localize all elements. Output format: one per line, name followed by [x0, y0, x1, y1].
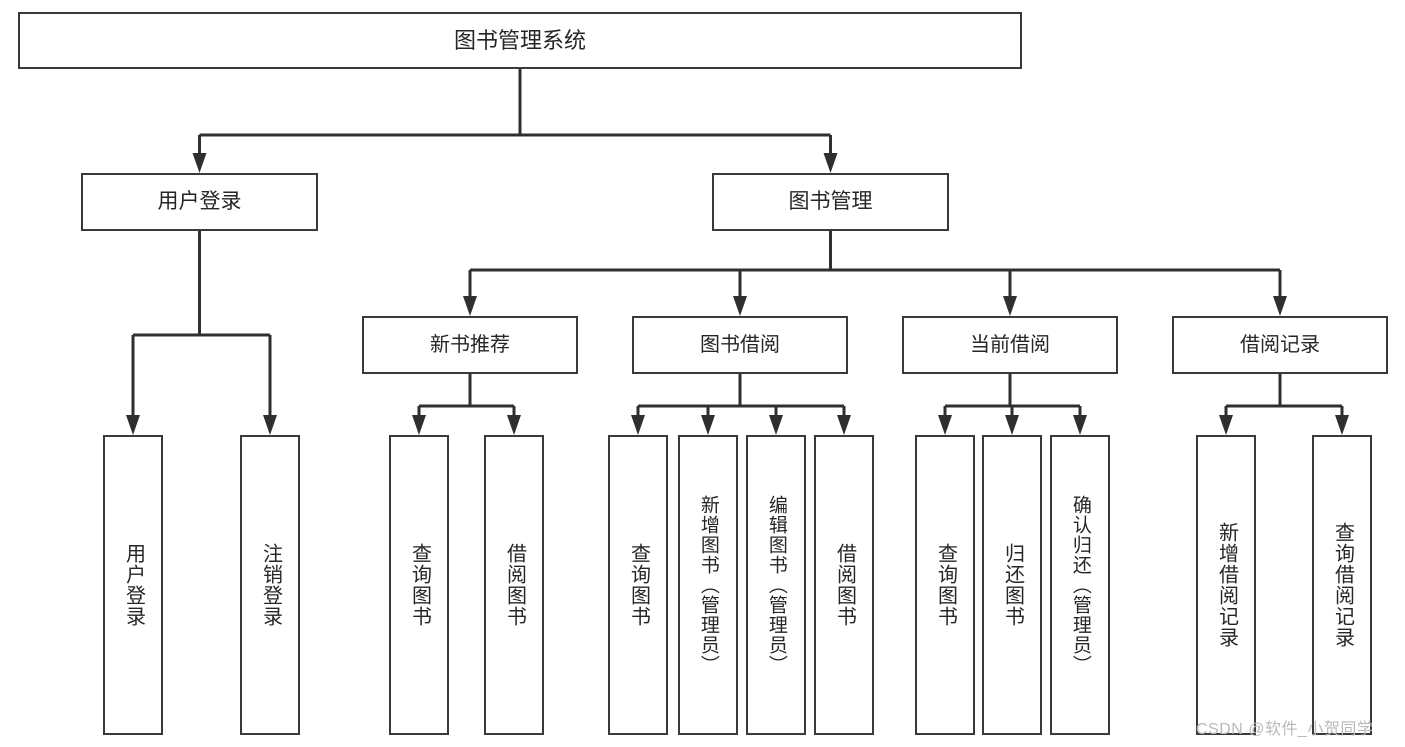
- node-leaf-logout[interactable]: 注销登录: [240, 435, 300, 735]
- node-leaf-query-book-3-label: 查询图书: [934, 543, 957, 627]
- node-leaf-query-record-label: 查询借阅记录: [1331, 522, 1354, 648]
- node-book-borrow[interactable]: 图书借阅: [632, 316, 848, 374]
- node-new-book-recommend[interactable]: 新书推荐: [362, 316, 578, 374]
- node-book-borrow-label: 图书借阅: [700, 333, 780, 356]
- node-leaf-add-record-label: 新增借阅记录: [1215, 522, 1238, 648]
- node-leaf-borrow-book-2-label: 借阅图书: [833, 543, 856, 627]
- watermark-label: CSDN @软件_小贺同学: [1196, 721, 1374, 738]
- arrow-head-icon: [701, 415, 715, 435]
- arrow-head-icon: [1003, 296, 1017, 316]
- node-leaf-edit-book[interactable]: 编辑图书（管理员）: [746, 435, 806, 735]
- node-leaf-borrow-book-2[interactable]: 借阅图书: [814, 435, 874, 735]
- arrow-head-icon: [1219, 415, 1233, 435]
- node-leaf-user-login-label: 用户登录: [122, 543, 145, 627]
- arrow-head-icon: [733, 296, 747, 316]
- node-leaf-confirm-return-label: 确认归还（管理员）: [1069, 495, 1091, 675]
- node-leaf-query-record[interactable]: 查询借阅记录: [1312, 435, 1372, 735]
- node-borrow-record[interactable]: 借阅记录: [1172, 316, 1388, 374]
- node-current-borrow-label: 当前借阅: [970, 333, 1050, 356]
- arrow-head-icon: [631, 415, 645, 435]
- node-leaf-query-book-2[interactable]: 查询图书: [608, 435, 668, 735]
- node-leaf-add-record[interactable]: 新增借阅记录: [1196, 435, 1256, 735]
- node-leaf-query-book-1-label: 查询图书: [408, 543, 431, 627]
- arrow-head-icon: [1005, 415, 1019, 435]
- arrow-head-icon: [1073, 415, 1087, 435]
- node-leaf-query-book-1[interactable]: 查询图书: [389, 435, 449, 735]
- node-root[interactable]: 图书管理系统: [18, 12, 1022, 69]
- arrow-head-icon: [837, 415, 851, 435]
- arrow-head-icon: [823, 153, 838, 173]
- node-leaf-return-book-label: 归还图书: [1001, 543, 1024, 627]
- node-leaf-edit-book-label: 编辑图书（管理员）: [765, 495, 787, 675]
- node-leaf-return-book[interactable]: 归还图书: [982, 435, 1042, 735]
- node-leaf-borrow-book-1[interactable]: 借阅图书: [484, 435, 544, 735]
- node-book-manage-label: 图书管理: [788, 189, 873, 213]
- node-current-borrow[interactable]: 当前借阅: [902, 316, 1118, 374]
- node-leaf-query-book-3[interactable]: 查询图书: [915, 435, 975, 735]
- arrow-head-icon: [126, 415, 140, 435]
- node-borrow-record-label: 借阅记录: [1240, 333, 1320, 356]
- node-leaf-logout-label: 注销登录: [259, 543, 282, 627]
- node-leaf-add-book[interactable]: 新增图书（管理员）: [678, 435, 738, 735]
- arrow-head-icon: [192, 153, 207, 173]
- node-leaf-borrow-book-1-label: 借阅图书: [503, 543, 526, 627]
- arrow-head-icon: [1273, 296, 1287, 316]
- node-book-manage[interactable]: 图书管理: [712, 173, 949, 231]
- node-user-login-label: 用户登录: [157, 189, 242, 213]
- arrow-head-icon: [1335, 415, 1349, 435]
- node-root-label: 图书管理系统: [453, 27, 586, 53]
- node-leaf-add-book-label: 新增图书（管理员）: [697, 495, 719, 675]
- arrow-head-icon: [263, 415, 277, 435]
- node-leaf-query-book-2-label: 查询图书: [627, 543, 650, 627]
- node-new-book-recommend-label: 新书推荐: [430, 333, 510, 356]
- node-user-login[interactable]: 用户登录: [81, 173, 318, 231]
- node-leaf-confirm-return[interactable]: 确认归还（管理员）: [1050, 435, 1110, 735]
- arrow-head-icon: [938, 415, 952, 435]
- arrow-head-icon: [463, 296, 477, 316]
- arrow-head-icon: [507, 415, 521, 435]
- arrow-head-icon: [412, 415, 426, 435]
- node-leaf-user-login[interactable]: 用户登录: [103, 435, 163, 735]
- arrow-head-icon: [769, 415, 783, 435]
